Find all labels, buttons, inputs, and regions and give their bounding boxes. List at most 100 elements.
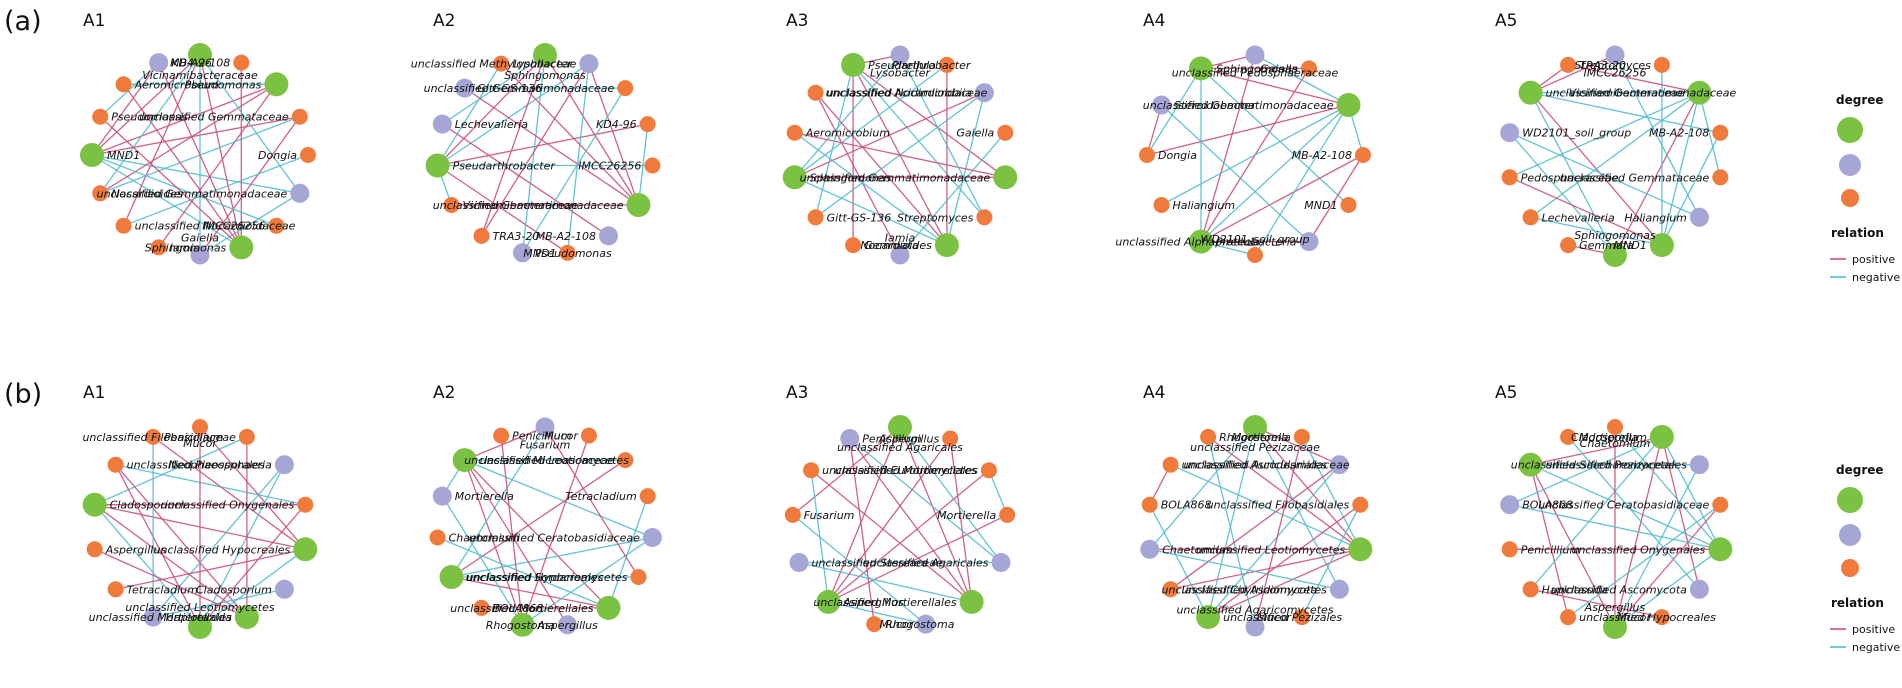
node-orange: [630, 569, 647, 585]
node-label: unclassified Agaricomycetes: [1176, 604, 1333, 617]
node-label: Cladosporium: [196, 583, 272, 596]
node-label: MB-A2-108: [1292, 149, 1352, 162]
node-label: Mucor: [183, 437, 218, 450]
node-orange: [300, 147, 316, 163]
node-label: Steroidobacter: [1174, 99, 1257, 112]
node-purple: [1605, 45, 1625, 65]
node-green: [293, 537, 318, 562]
node-orange: [559, 244, 576, 261]
node-label: unclassified Saccharomycetales: [1511, 459, 1687, 472]
negative-edge: [607, 495, 649, 609]
node-purple: [1689, 579, 1709, 599]
positive-edge: [199, 426, 306, 550]
node-orange: [493, 427, 510, 444]
negative-edge: [1207, 426, 1256, 618]
node-orange: [1560, 56, 1577, 73]
panel-title: A2: [433, 383, 455, 403]
node-orange: [1153, 197, 1170, 213]
node-orange: [115, 76, 132, 93]
negative-edge: [1530, 436, 1663, 590]
node-orange: [86, 541, 103, 558]
node-orange: [107, 581, 124, 598]
node-purple: [579, 54, 599, 74]
nodes: [1500, 45, 1729, 267]
negative-edge: [1530, 92, 1616, 256]
negative-edge: [899, 132, 1006, 256]
negative-edge: [1698, 92, 1721, 178]
panel-title: A2: [433, 11, 455, 31]
negative-edge: [1146, 68, 1202, 156]
positive-edge: [1614, 92, 1700, 256]
positive-edge: [91, 62, 160, 156]
node-label: Pseudomonas: [111, 111, 188, 124]
nodes: [784, 415, 1016, 634]
node-label: Penicillium: [512, 430, 571, 443]
node-label: unclassified Chytridiomycetes: [1162, 583, 1328, 596]
negative-edge: [464, 459, 653, 539]
positive-edge: [94, 504, 248, 618]
node-purple: [558, 615, 577, 635]
node-label: Pseudarthrobacter: [453, 160, 557, 173]
positive-edge: [437, 164, 568, 254]
node-label: MND1: [523, 247, 556, 260]
node-label: Sphingomonas: [1216, 62, 1298, 75]
node-label: unclassified Gemmatimonadaceae: [97, 187, 288, 200]
negative-edge: [1509, 504, 1721, 550]
node-purple: [890, 45, 910, 65]
node-label: unclassified Agaricales: [863, 557, 989, 570]
node-orange: [999, 506, 1016, 523]
negative-edge: [94, 504, 201, 628]
legend-degree-high-swatch: [1837, 487, 1863, 513]
negative-edge: [441, 54, 546, 125]
negative-edge: [1567, 436, 1700, 590]
negative-edge: [1661, 92, 1701, 246]
node-label: Pseudomonas: [185, 78, 262, 91]
node-label: unclassified Ascomycota: [1182, 583, 1318, 596]
node-label: Iamia: [885, 232, 916, 245]
nodes: [1139, 45, 1371, 263]
node-orange: [976, 209, 993, 226]
negative-edge: [437, 63, 502, 166]
node-orange: [639, 116, 656, 133]
node-label: Streptomyces: [1575, 59, 1652, 72]
positive-edge: [1200, 67, 1349, 106]
node-label: unclassified Leotiomycetes: [480, 454, 630, 467]
positive-edge: [794, 132, 1006, 178]
negative-edge: [437, 63, 590, 167]
node-label: unclassified Filobasidiales: [1207, 499, 1350, 512]
negative-edge: [123, 154, 309, 227]
node-label: TRA3-20: [1579, 59, 1626, 72]
positive-edge: [827, 469, 990, 603]
node-label: unclassified Pedosphaeraceae: [1172, 67, 1339, 80]
node-label: Pirellula: [892, 59, 936, 72]
labels: IMCC26256StreptomycesVicinamibacteraceae…: [1521, 59, 1737, 252]
negative-edge: [199, 192, 301, 256]
positive-edge: [464, 87, 639, 206]
node-label: Gaiella: [1260, 62, 1298, 75]
node-orange: [580, 427, 597, 444]
node-orange: [1355, 147, 1371, 163]
node-label: unclassified Gemmatimonadaceae: [433, 199, 624, 212]
node-orange: [1200, 428, 1217, 445]
node-orange: [1301, 60, 1317, 77]
negative-edge: [899, 426, 1002, 563]
nodes: [80, 43, 316, 265]
node-label: unclassified Alphaproteobacteria: [1115, 236, 1296, 249]
node-label: Iamia: [170, 241, 201, 254]
node-label: MB-A2-108: [1649, 127, 1709, 140]
node-label: unclassified Ceratobasidiaceae: [1538, 499, 1709, 512]
edges: [792, 426, 1008, 625]
negative-edge: [1207, 464, 1340, 618]
panel-a-A1: A1 VicinamibacteraceaeMB-A2-108Pseudomon…: [80, 11, 316, 265]
node-label: Nocardioides: [111, 187, 183, 200]
legend-degree-mid-swatch: [1839, 524, 1861, 546]
panel-title: A1: [83, 11, 105, 31]
node-orange: [1560, 428, 1577, 445]
positive-edge: [1530, 54, 1616, 94]
positive-edge: [1308, 154, 1364, 242]
legend-negative-label: negative: [1852, 271, 1900, 284]
node-orange: [1560, 237, 1577, 254]
node-label: Mortierella: [1579, 431, 1638, 444]
negative-edge: [1207, 436, 1256, 628]
